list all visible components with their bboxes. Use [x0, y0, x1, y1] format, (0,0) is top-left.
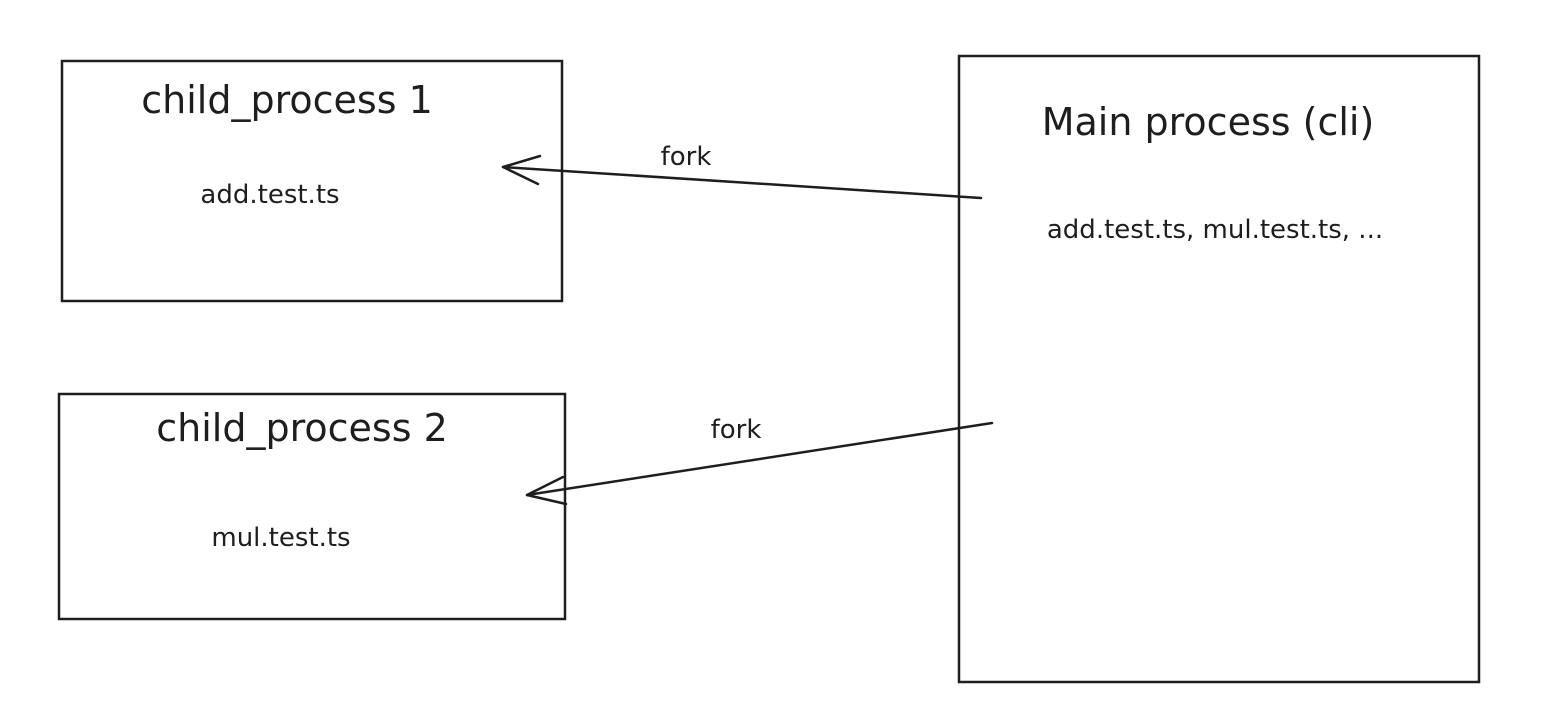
node-child-process-1-content: add.test.ts [200, 180, 339, 210]
edge-fork-to-child-2-arrowhead [525, 475, 568, 506]
node-main-process[interactable]: Main process (cli) add.test.ts, mul.test… [957, 54, 1481, 684]
node-main-process-title: Main process (cli) [1042, 100, 1375, 144]
edge-fork-to-child-2-label: fork [711, 415, 762, 445]
node-child-process-2[interactable]: child_process 2 mul.test.ts [57, 392, 567, 621]
edge-fork-to-child-1-line [501, 165, 983, 200]
node-child-process-2-title: child_process 2 [156, 406, 448, 450]
edge-fork-to-child-1-label: fork [661, 142, 712, 172]
node-child-process-2-box [57, 392, 567, 621]
edge-fork-to-child-1-arrowhead [501, 154, 542, 186]
node-main-process-box [957, 54, 1481, 684]
node-child-process-1-box [60, 59, 564, 303]
node-child-process-1-title: child_process 1 [141, 78, 433, 122]
edge-fork-to-child-1[interactable]: fork [501, 142, 983, 200]
edge-fork-to-child-2[interactable]: fork [525, 415, 994, 506]
node-child-process-2-content: mul.test.ts [211, 523, 350, 553]
node-child-process-1[interactable]: child_process 1 add.test.ts [60, 59, 564, 303]
edge-fork-to-child-2-line [525, 421, 994, 497]
node-main-process-content: add.test.ts, mul.test.ts, ... [1047, 215, 1383, 245]
